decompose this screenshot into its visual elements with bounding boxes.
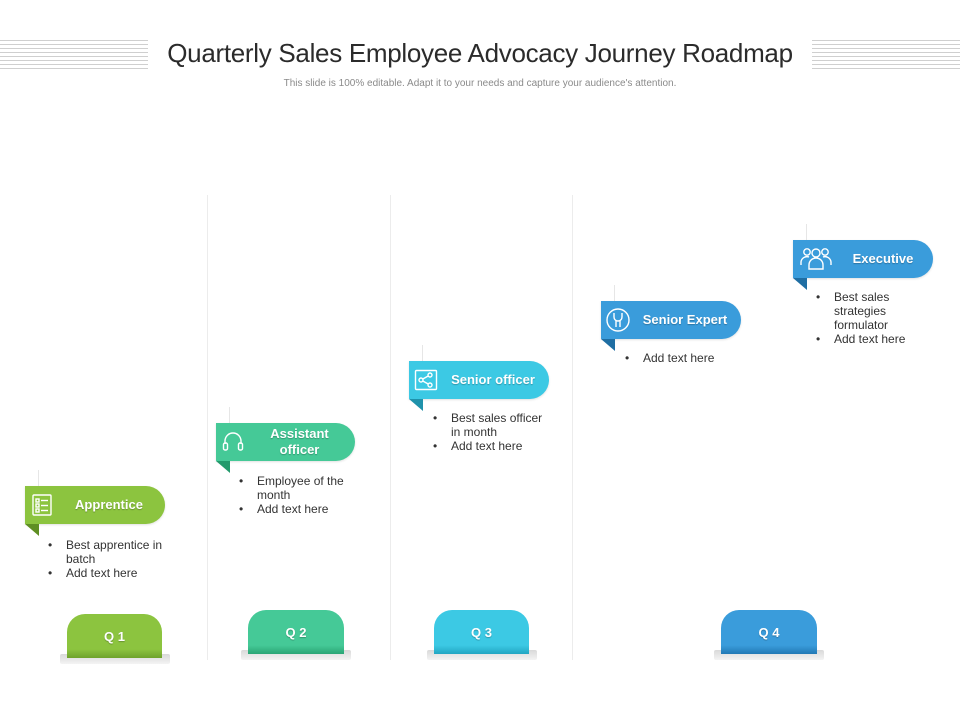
bullet-item: Add text here — [46, 566, 166, 580]
stage-bullets: Best sales officer in month Add text her… — [431, 411, 549, 453]
quarter-label: Q 4 — [758, 624, 780, 640]
stage-bullets: Best apprentice in batch Add text here — [46, 538, 166, 580]
stage-label: Senior Expert — [642, 312, 728, 327]
quarter-label: Q 2 — [285, 624, 307, 640]
quarter-tab-q3: Q 3 — [434, 610, 529, 654]
quarter-label: Q 3 — [471, 624, 492, 640]
page-subtitle: This slide is 100% editable. Adapt it to… — [283, 78, 677, 89]
stage-apprentice: Apprentice — [25, 486, 165, 524]
stage-label: Senior officer — [451, 372, 535, 387]
bullet-item: Best apprentice in batch — [46, 538, 166, 566]
pill-fold — [601, 339, 615, 351]
stage-senior-officer: Senior officer — [409, 361, 549, 399]
bullet-item: Add text here — [237, 502, 347, 516]
stage-label: Apprentice — [75, 497, 143, 512]
quarter-tab-q2: Q 2 — [248, 610, 344, 654]
stage-stem — [422, 345, 423, 363]
stage-label: Assistant officer — [270, 426, 329, 457]
tab-base — [427, 650, 537, 660]
stage-stem — [806, 224, 807, 242]
checklist-icon — [25, 486, 59, 524]
tab-base — [60, 654, 170, 664]
share-icon — [409, 361, 443, 399]
stage-executive: Executive — [793, 240, 933, 278]
bullet-item: Add text here — [431, 439, 549, 453]
pill-fold — [216, 461, 230, 473]
stage-label: Executive — [852, 251, 914, 266]
bullet-item: Best sales officer in month — [431, 411, 549, 439]
decorative-lines-left — [0, 40, 148, 70]
team-icon — [793, 240, 839, 278]
pill-fold — [409, 399, 423, 411]
page-title: Quarterly Sales Employee Advocacy Journe… — [167, 38, 793, 68]
pill-fold — [793, 278, 807, 290]
bullet-item: Employee of the month — [237, 474, 347, 502]
stage-assistant-officer: Assistant officer — [216, 423, 355, 461]
bullet-item: Add text here — [623, 351, 733, 365]
column-divider — [207, 195, 208, 660]
tab-base — [714, 650, 824, 660]
stage-stem — [614, 285, 615, 303]
stage-stem — [229, 407, 230, 425]
quarter-tab-q1: Q 1 — [67, 614, 162, 658]
headset-icon — [216, 423, 250, 461]
wrench-icon — [601, 301, 635, 339]
tab-base — [241, 650, 351, 660]
bullet-item: Add text here — [814, 332, 914, 346]
column-divider — [572, 195, 573, 660]
quarter-tab-q4: Q 4 — [721, 610, 817, 654]
stage-bullets: Best sales strategies formulator Add tex… — [814, 290, 914, 346]
bullet-item: Best sales strategies formulator — [814, 290, 914, 332]
stage-stem — [38, 470, 39, 488]
quarter-label: Q 1 — [104, 628, 125, 644]
stage-bullets: Add text here — [623, 351, 733, 365]
stage-bullets: Employee of the month Add text here — [237, 474, 347, 516]
pill-fold — [25, 524, 39, 536]
column-divider — [390, 195, 391, 660]
stage-senior-expert: Senior Expert — [601, 301, 741, 339]
decorative-lines-right — [812, 40, 960, 70]
